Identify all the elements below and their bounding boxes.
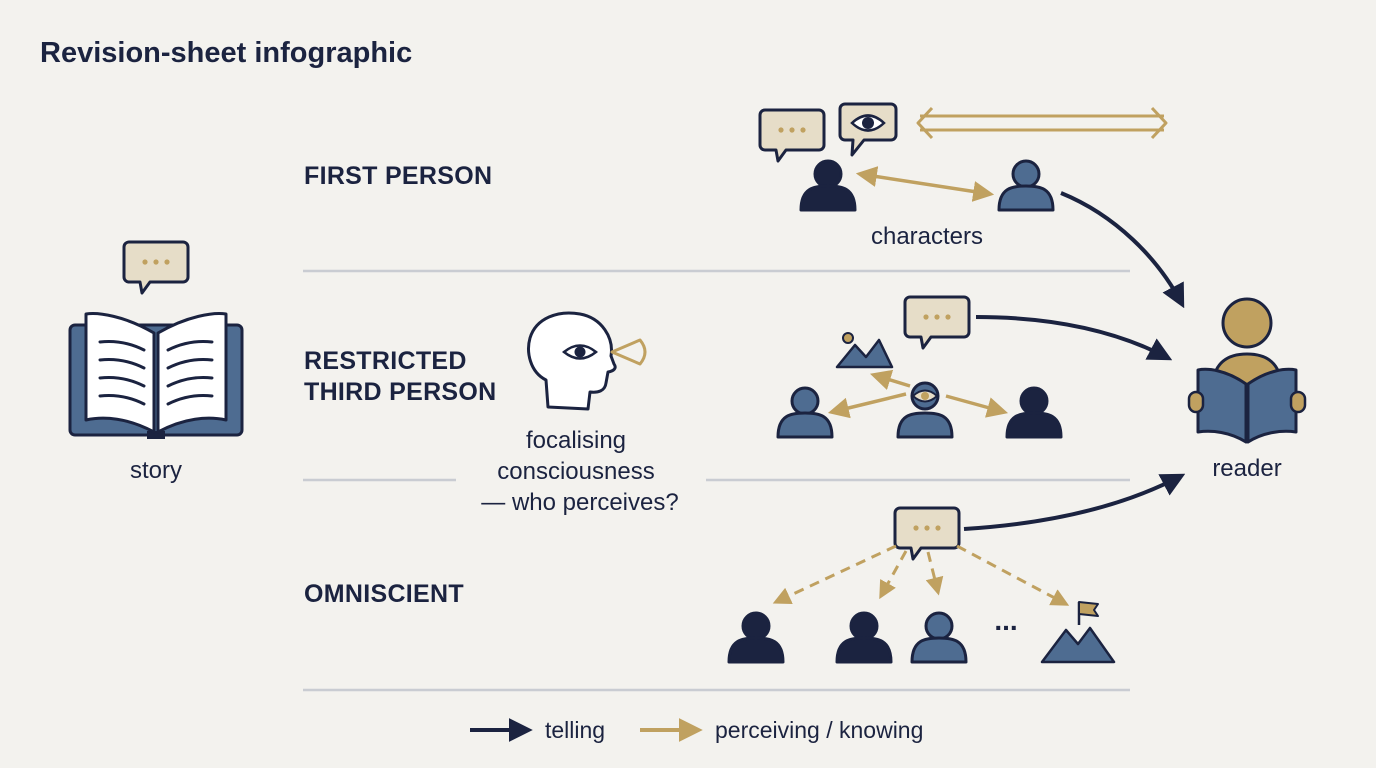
- speech-bubble-icon: [903, 295, 971, 350]
- person-icon: [835, 611, 893, 664]
- page-title: Revision-sheet infographic: [40, 37, 412, 69]
- person-icon: [776, 386, 834, 439]
- perceive-arrow: [772, 544, 897, 605]
- double-arrow-perceiving: [916, 106, 1168, 140]
- telling-arrow: [963, 473, 1186, 531]
- landscape-icon: [835, 332, 894, 369]
- caption-focalising-1: focalising: [526, 427, 626, 454]
- reader-icon: [1187, 297, 1307, 444]
- person-icon: [799, 159, 857, 212]
- caption-reader: reader: [1212, 455, 1281, 482]
- perceive-arrow: [879, 550, 908, 600]
- telling-arrow: [975, 315, 1173, 361]
- telling-arrow: [1060, 191, 1185, 309]
- caption-story: story: [130, 457, 182, 484]
- perceive-arrow: [925, 551, 944, 596]
- open-book-icon: [68, 312, 244, 439]
- perceive-arrow: [956, 544, 1070, 606]
- legend: telling perceiving / knowing: [470, 717, 923, 743]
- perceive-arrow: [945, 394, 1009, 418]
- caption-focalising-2: consciousness: [497, 458, 654, 485]
- caption-focalising-3: — who perceives?: [481, 489, 678, 516]
- caption-characters: characters: [871, 223, 983, 250]
- person-icon: [1005, 386, 1063, 439]
- mountain-flag-icon: [1040, 601, 1116, 664]
- perceive-arrow: [827, 392, 907, 419]
- label-restricted-line2: THIRD PERSON: [304, 378, 497, 406]
- ellipsis: ...: [994, 605, 1017, 636]
- person-icon: [997, 159, 1055, 212]
- head-profile-eye-icon: [527, 311, 647, 411]
- label-restricted-line1: RESTRICTED: [304, 347, 467, 375]
- speech-bubble-icon: [758, 108, 826, 163]
- perceive-arrow: [855, 166, 995, 202]
- person-icon: [910, 611, 968, 664]
- eye-bubble-icon: [838, 102, 898, 157]
- perceive-arrow: [869, 369, 911, 390]
- label-omniscient: OMNISCIENT: [304, 580, 464, 608]
- label-first-person: FIRST PERSON: [304, 162, 492, 190]
- legend-telling: telling: [545, 717, 605, 743]
- speech-bubble-icon: [122, 240, 190, 295]
- focaliser-person-icon: [896, 381, 954, 439]
- legend-perceiving: perceiving / knowing: [715, 717, 923, 743]
- person-icon: [727, 611, 785, 664]
